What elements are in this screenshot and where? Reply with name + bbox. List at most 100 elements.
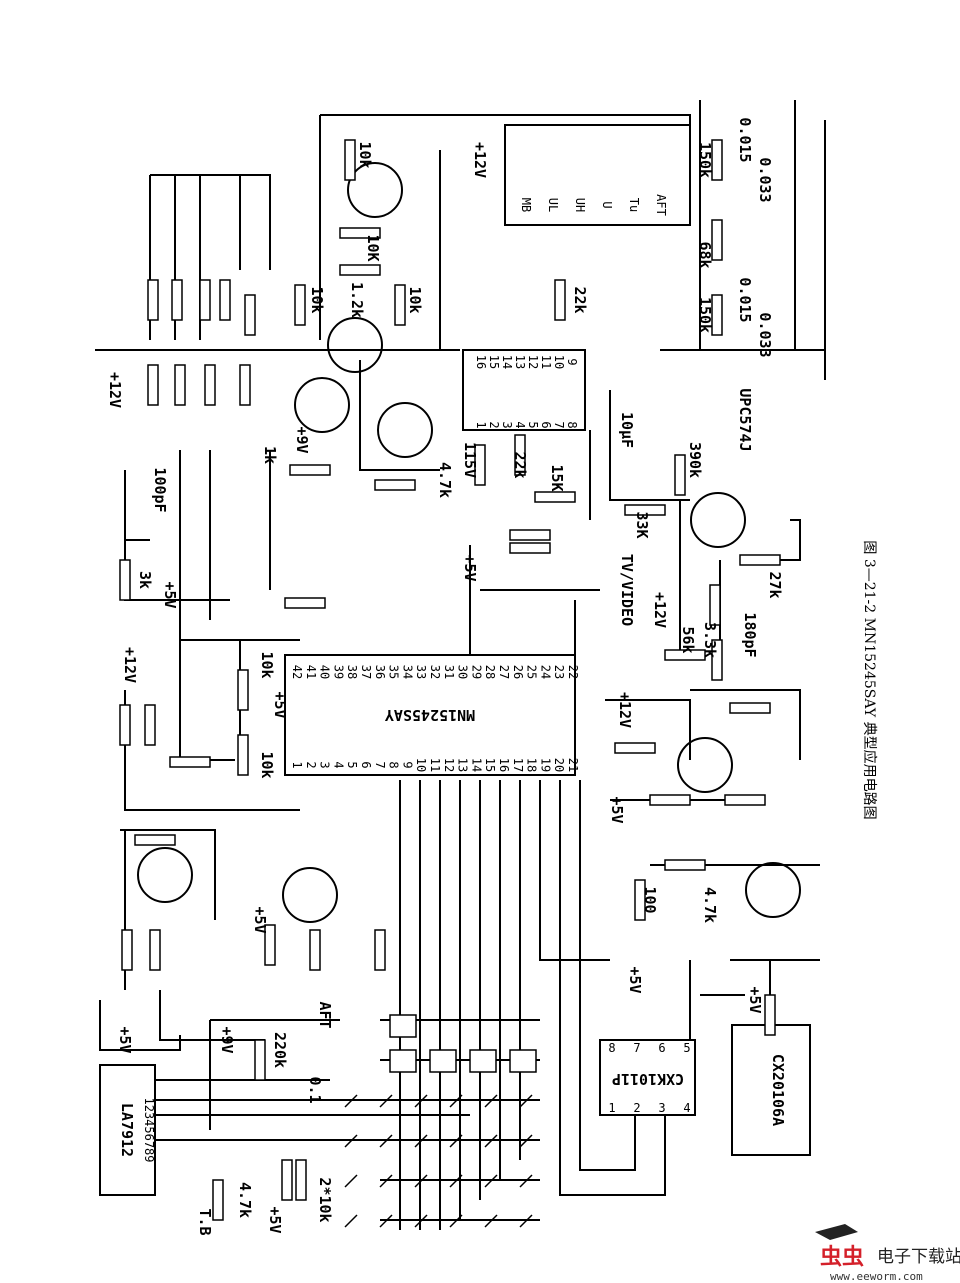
transistor-q3: [294, 377, 350, 433]
resistor: [374, 479, 416, 491]
resistor: [281, 1159, 293, 1201]
resistor: [729, 702, 771, 714]
switch-contact: [519, 1134, 533, 1148]
label-r390k: 390k: [686, 442, 704, 478]
label-p5v-c: +5V: [461, 554, 479, 581]
label-p5v-d: +5V: [608, 796, 626, 823]
pin-label: 6: [658, 1041, 665, 1055]
graduation-cap-icon: [815, 1224, 858, 1240]
resistor: [264, 924, 276, 966]
pin-label: 19: [538, 758, 552, 772]
label-r10k-f: 10k: [356, 141, 374, 168]
resistor: [237, 734, 249, 776]
pin-label: 13: [456, 758, 470, 772]
resistor: [634, 879, 646, 921]
label-tb: T.B: [196, 1208, 214, 1235]
pin-label: UH: [573, 198, 587, 212]
key-switch: [389, 1014, 417, 1038]
switch-contact: [344, 1174, 358, 1188]
pin-label: 4: [683, 1101, 690, 1115]
key-switch: [389, 1049, 417, 1073]
label-p5v-h: +5V: [116, 1026, 134, 1053]
resistor: [119, 704, 131, 746]
resistor: [764, 994, 776, 1036]
key-switch: [469, 1049, 497, 1073]
pin-label: 37: [359, 665, 373, 679]
resistor: [237, 669, 249, 711]
pin-label: 29: [469, 665, 483, 679]
pin-label: 12: [526, 355, 540, 369]
label-r27k: 27k: [766, 571, 784, 598]
label-r150k-a: 150k: [696, 142, 714, 178]
resistor: [294, 284, 306, 326]
pin-label: 35: [387, 665, 401, 679]
transistor-q4: [377, 402, 433, 458]
resistor: [149, 929, 161, 971]
resistor: [212, 1179, 224, 1221]
pin-label: 8: [565, 421, 579, 428]
pin-label: 16: [474, 355, 488, 369]
chip-mn15245say: [284, 654, 576, 776]
resistor: [394, 284, 406, 326]
pin-label: 7: [373, 761, 387, 768]
pin-label: 40: [318, 665, 332, 679]
chip-cx20106a-label: CX20106A: [769, 1054, 787, 1126]
resistor: [254, 1039, 266, 1081]
pin-label: 15: [483, 758, 497, 772]
pin-label: 7: [552, 421, 566, 428]
switch-contact: [519, 1094, 533, 1108]
switch-contact: [484, 1094, 498, 1108]
switch-contact: [484, 1174, 498, 1188]
pin-label: 1: [290, 761, 304, 768]
chip-cxk1011p-label: CXK1011P: [612, 1070, 684, 1088]
label-c0033-a: 0.033: [756, 157, 774, 202]
switch-contact: [484, 1134, 498, 1148]
pin-label: 5: [345, 761, 359, 768]
label-p5v-b: +5V: [271, 691, 289, 718]
resistor: [339, 264, 381, 276]
switch-contact: [344, 1214, 358, 1228]
pin-label: 2: [633, 1101, 640, 1115]
pin-label: U: [600, 201, 614, 208]
label-r10k-d: 10k: [406, 286, 424, 313]
label-r2x10k: 2*10k: [316, 1177, 334, 1222]
pin-label: 18: [525, 758, 539, 772]
label-r1-2k: 1.2k: [348, 282, 366, 318]
pin-label: 8: [608, 1041, 615, 1055]
figure-caption: 图 3—21-2 MN15245SAY 典型应用电路图: [861, 540, 878, 819]
switch-contact: [379, 1214, 393, 1228]
switch-contact: [414, 1134, 428, 1148]
resistor: [295, 1159, 307, 1201]
pin-label: 28: [483, 665, 497, 679]
label-c0-1: 0.1: [306, 1076, 324, 1103]
pin-label: 1: [608, 1101, 615, 1115]
switch-contact: [379, 1094, 393, 1108]
resistor: [289, 464, 331, 476]
resistor: [244, 294, 256, 336]
resistor: [711, 139, 723, 181]
resistor: [219, 279, 231, 321]
pin-label: 3: [500, 421, 514, 428]
pin-label: 4: [513, 421, 527, 428]
pin-label: 10: [414, 758, 428, 772]
keypad-matrix: [344, 1014, 537, 1228]
pin-label: 24: [538, 665, 552, 679]
resistor: [204, 364, 216, 406]
pin-label: 27: [497, 665, 511, 679]
resistor: [144, 704, 156, 746]
resistor: [711, 219, 723, 261]
pin-label: 9: [565, 358, 579, 365]
label-p12v-c: +12V: [471, 142, 489, 178]
pin-label: Tu: [627, 198, 641, 212]
resistor: [674, 454, 686, 496]
watermark-name: 电子下载站: [877, 1247, 960, 1267]
pin-label: 11: [539, 355, 553, 369]
resistor: [534, 491, 576, 503]
pin-label: 33: [414, 665, 428, 679]
label-p12v-d: +12V: [651, 592, 669, 628]
resistor: [509, 542, 551, 554]
label-p5v-a: +5V: [161, 581, 179, 608]
chip-la7912: [99, 1064, 156, 1196]
pin-label: 30: [456, 665, 470, 679]
